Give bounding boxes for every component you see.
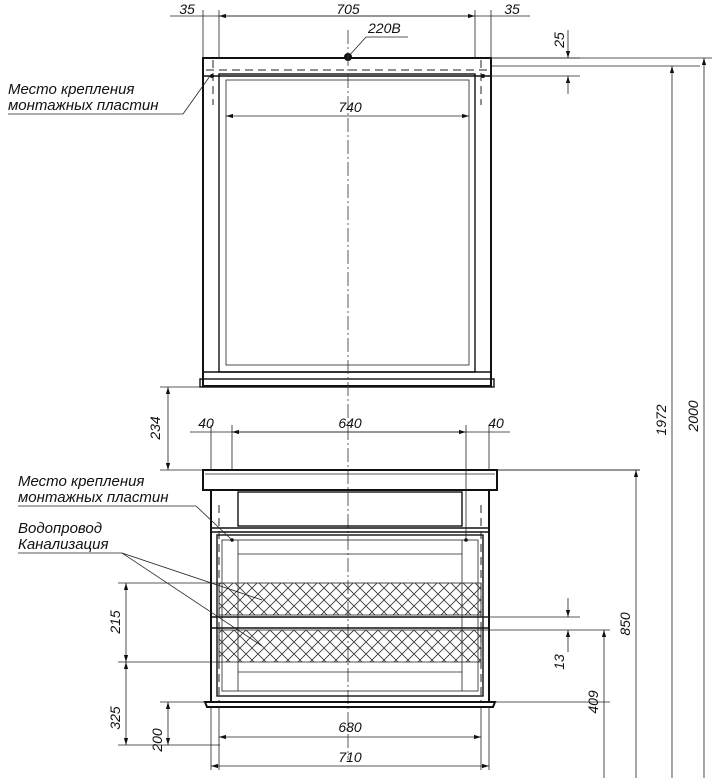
dim-cabinet-width: 710 (338, 749, 362, 765)
dim-mirror-right-margin: 35 (504, 1, 520, 17)
dim-cabinet-top-height: 850 (617, 612, 633, 636)
dim-total-height: 2000 (685, 400, 701, 432)
dim-cabinet-left-margin: 40 (198, 415, 214, 431)
cabinet-countertop (202, 469, 498, 491)
mirror: 35 705 35 220В 740 25 Место крепления мо… (8, 1, 700, 760)
dim-pipe-zone: 215 (107, 610, 123, 635)
drawer-inner (221, 539, 479, 692)
dim-pipe-bottom: 325 (107, 706, 123, 730)
mirror-mount-label-line1: Место крепления (8, 81, 134, 98)
mirror-frame-inner (218, 73, 476, 373)
overall-dimensions: 1972 2000 (491, 57, 712, 778)
cabinet-mount-label-line1: Место крепления (18, 473, 144, 490)
dim-to-mount: 1972 (653, 404, 669, 435)
dim-small-gap: 13 (551, 654, 567, 670)
power-label: 220В (367, 20, 401, 36)
dim-cabinet-inner-width: 680 (338, 719, 362, 735)
dim-drawer-height: 409 (585, 690, 601, 714)
drawer-outer (216, 534, 484, 697)
plumbing-label-water: Водопровод (18, 520, 102, 537)
plumbing-zone-upper (218, 582, 482, 616)
mirror-glass (225, 79, 470, 366)
mirror-mount-label-line2: монтажных пластин (8, 97, 158, 114)
mount-point-right (481, 74, 485, 78)
dim-cabinet-span: 640 (338, 415, 362, 431)
plumbing-label-sewer: Канализация (18, 536, 109, 553)
cabinet-plinth (203, 701, 497, 708)
cabinet: 40 640 40 Место крепления монтажных плас… (18, 415, 640, 778)
dim-mirror-top-offset: 25 (551, 32, 567, 49)
dim-mirror-left-margin: 35 (179, 1, 195, 17)
cabinet-mount-label-line2: монтажных пластин (18, 489, 168, 506)
dim-cabinet-right-margin: 40 (488, 415, 504, 431)
dim-base: 200 (149, 728, 165, 753)
dim-mirror-width: 740 (338, 99, 362, 115)
gap-dimension: 234 (147, 386, 640, 471)
dim-mirror-inner-width: 705 (336, 1, 360, 17)
plumbing-zone-lower (218, 629, 482, 663)
dim-gap: 234 (147, 416, 163, 441)
mirror-base-strip (199, 378, 495, 388)
mount-point-left (210, 74, 214, 78)
